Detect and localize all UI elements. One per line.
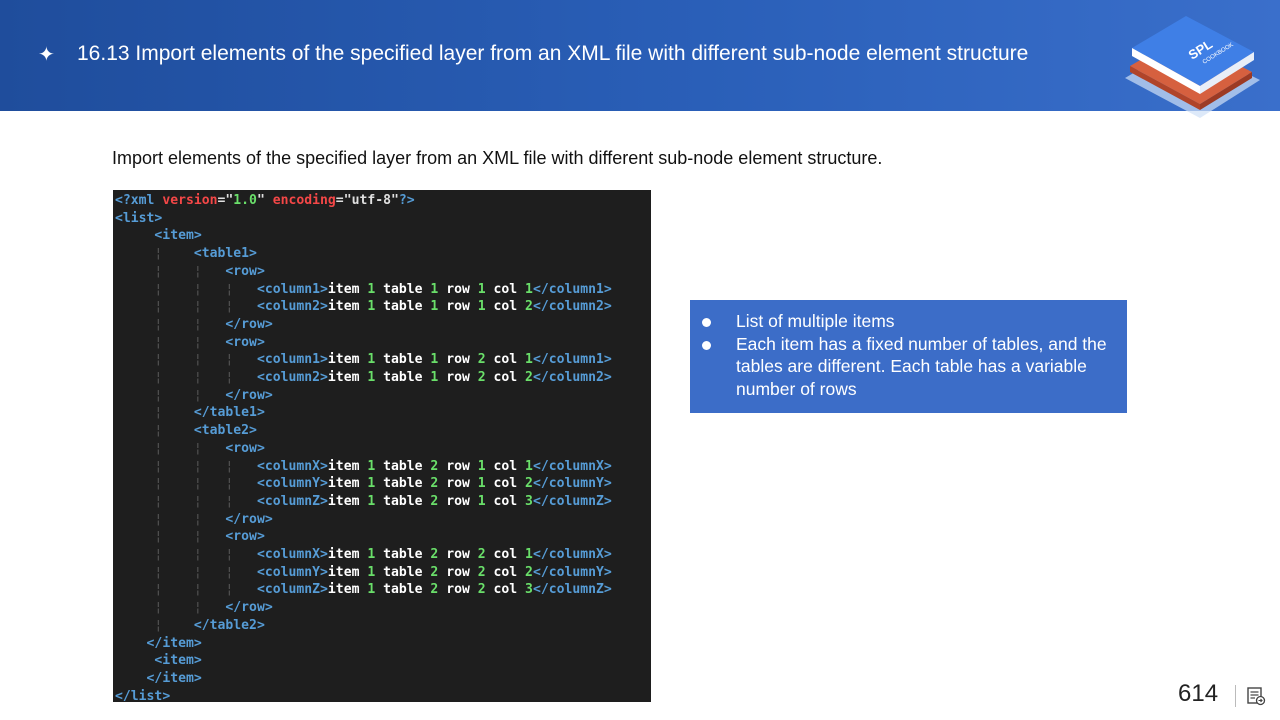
note-item: Each item has a fixed number of tables, …	[690, 333, 1115, 401]
slide-subtitle: Import elements of the specified layer f…	[112, 148, 883, 168]
sparkle-icon: ✦	[38, 42, 55, 66]
slide-title: 16.13 Import elements of the specified l…	[77, 42, 1029, 65]
spl-cookbook-logo: SPL COOKBOOK	[1125, 16, 1260, 118]
note-item: List of multiple items	[690, 310, 1115, 333]
title-bar: ✦ 16.13 Import elements of the specified…	[0, 0, 1280, 118]
footer-divider	[1235, 685, 1236, 707]
xml-code-block: <?xml version="1.0" encoding="utf-8"?> <…	[113, 190, 651, 702]
slide-notes-icon[interactable]	[1246, 686, 1266, 706]
note-list: List of multiple items Each item has a f…	[690, 300, 1127, 400]
note-box: List of multiple items Each item has a f…	[690, 300, 1127, 413]
code-text: <?xml version="1.0" encoding="utf-8"?> <…	[115, 193, 612, 702]
page-number: 614	[1178, 680, 1219, 707]
